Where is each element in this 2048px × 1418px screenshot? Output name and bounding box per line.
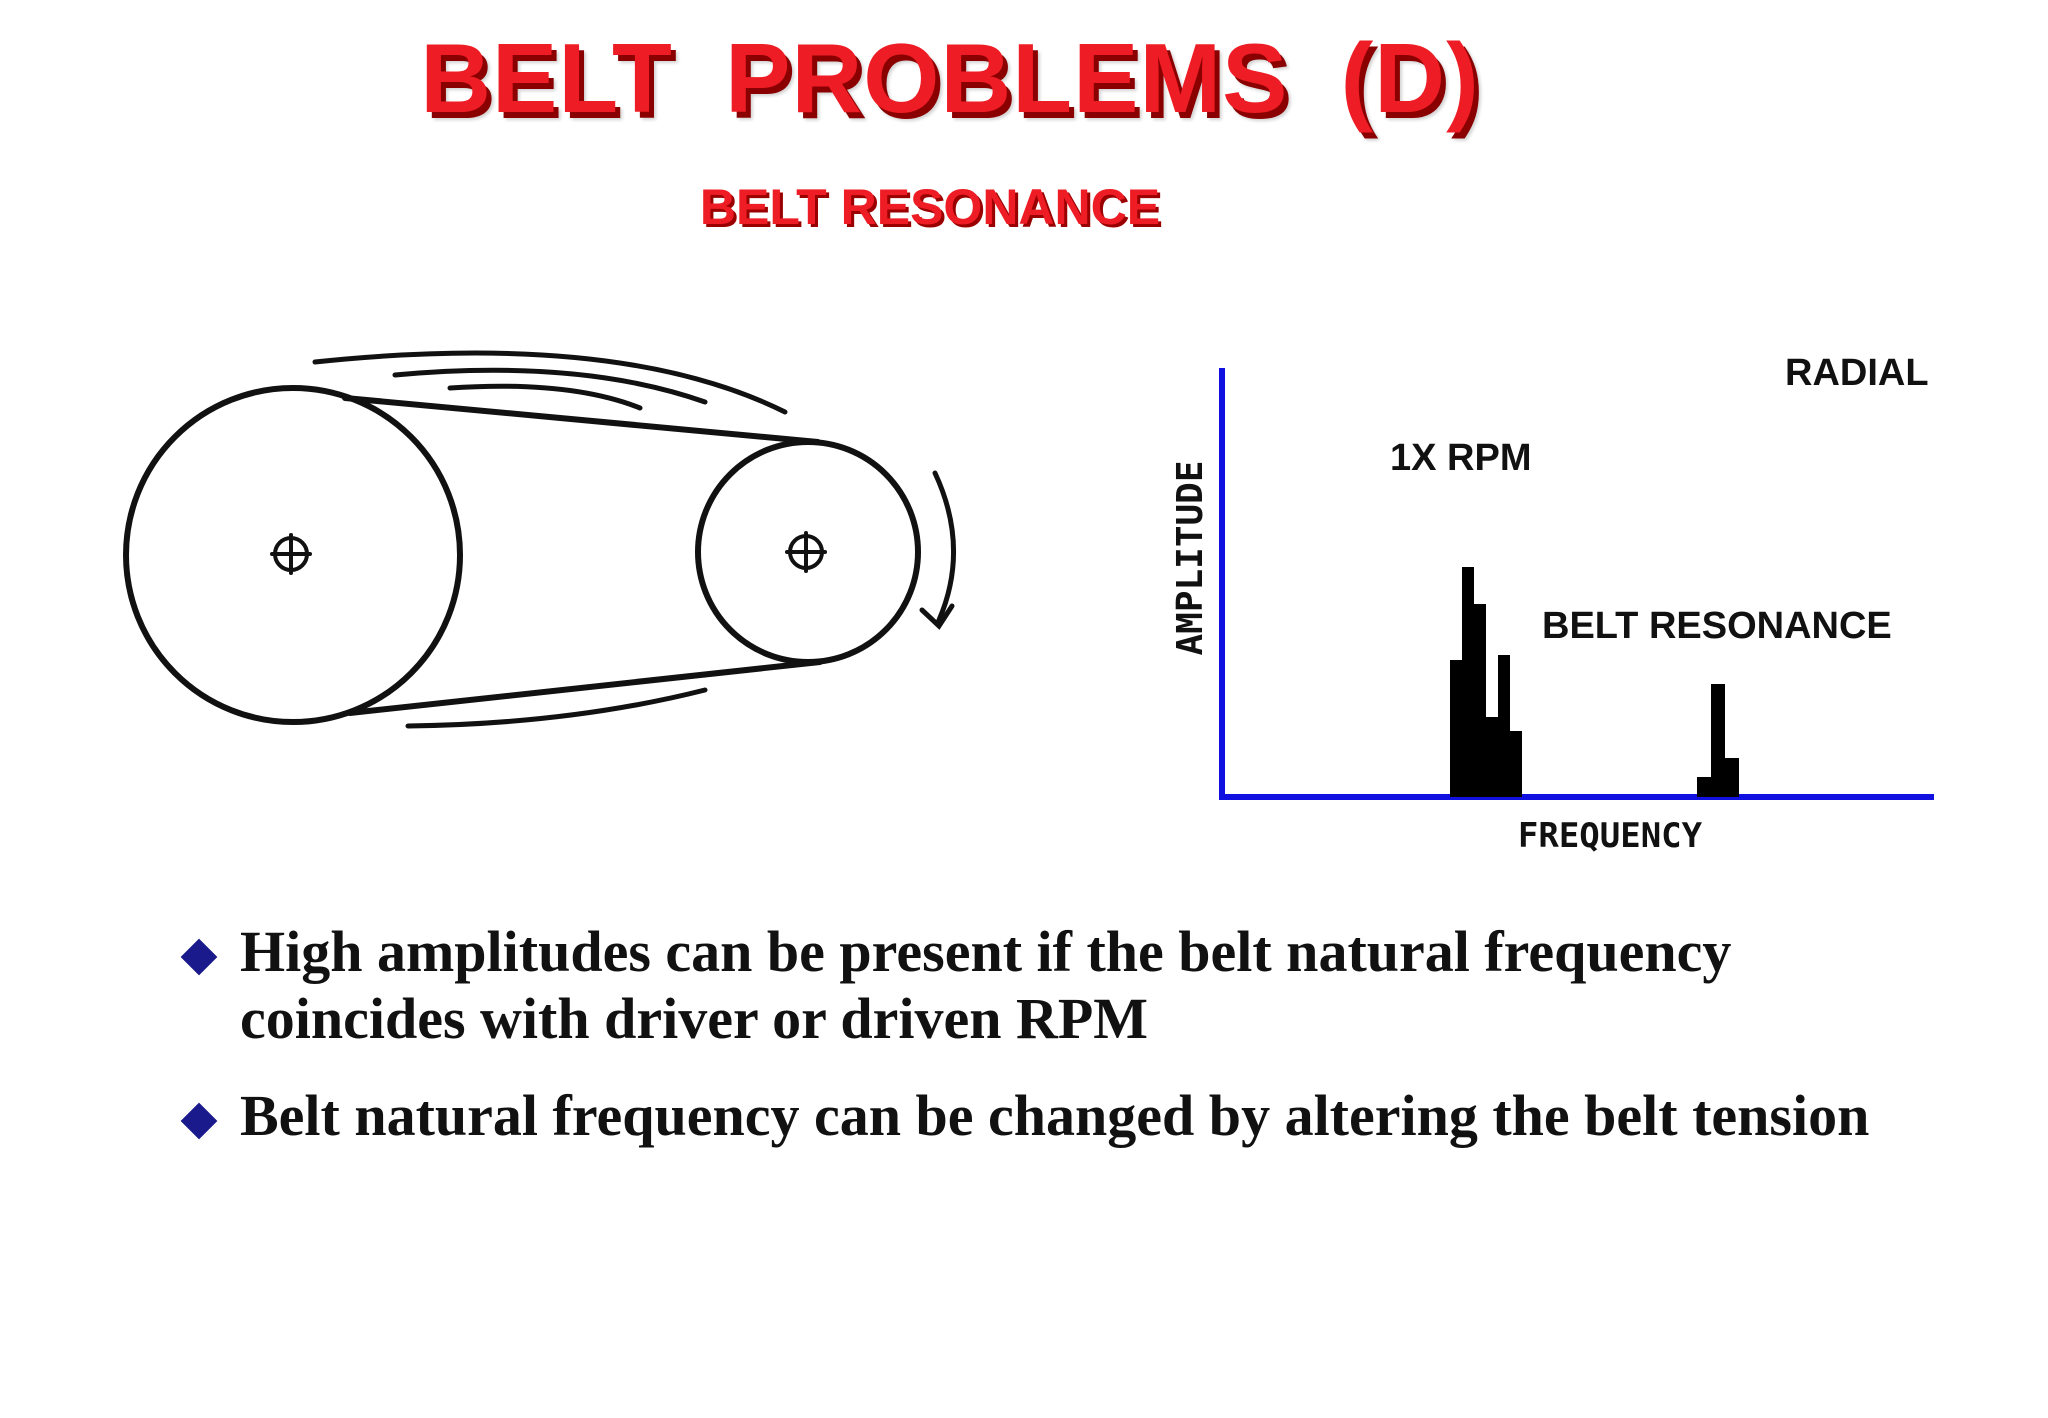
spectrum-bar xyxy=(1711,684,1725,797)
diamond-bullet-icon xyxy=(180,1102,218,1140)
annotation-belt-resonance: BELT RESONANCE xyxy=(1542,605,1892,647)
belt-vibration-lines xyxy=(312,350,788,729)
chart-title: RADIAL xyxy=(1785,352,1929,394)
shaft-center-icon xyxy=(270,533,312,575)
spectrum-bar xyxy=(1510,731,1522,797)
rotation-arrow-icon xyxy=(919,470,957,630)
bullet-text: High amplitudes can be present if the be… xyxy=(240,919,1732,1051)
shaft-center-icon xyxy=(785,531,827,573)
diamond-bullet-icon xyxy=(180,938,218,976)
spectrum-bar xyxy=(1450,660,1462,797)
bullet-list: High amplitudes can be present if the be… xyxy=(180,918,1880,1179)
belt-drive-diagram xyxy=(123,350,957,729)
spectrum-bar xyxy=(1697,777,1711,797)
belt-bottom-span xyxy=(347,659,823,716)
belt-top-span xyxy=(342,395,821,445)
annotation-1x-rpm: 1X RPM xyxy=(1390,437,1531,479)
slide-title: BELT PROBLEMS (D) xyxy=(420,23,1480,133)
bullet-item: High amplitudes can be present if the be… xyxy=(180,918,1880,1052)
spectrum-bar xyxy=(1725,758,1739,797)
spectrum-bar xyxy=(1474,604,1486,797)
x-axis-label: FREQUENCY xyxy=(1518,816,1703,856)
spectrum-bar xyxy=(1486,717,1498,797)
slide-subtitle: BELT RESONANCE xyxy=(699,179,1161,235)
bullet-text: Belt natural frequency can be changed by… xyxy=(240,1083,1870,1148)
spectrum-bar xyxy=(1462,567,1474,797)
bullet-item: Belt natural frequency can be changed by… xyxy=(180,1082,1880,1149)
y-axis-label: AMPLITUDE xyxy=(1170,460,1211,655)
spectrum-peaks xyxy=(1450,567,1739,797)
large-pulley xyxy=(123,385,463,725)
spectrum-chart: AMPLITUDE FREQUENCY RADIAL 1X RPM BELT R… xyxy=(1170,352,1934,856)
spectrum-bar xyxy=(1498,655,1510,797)
